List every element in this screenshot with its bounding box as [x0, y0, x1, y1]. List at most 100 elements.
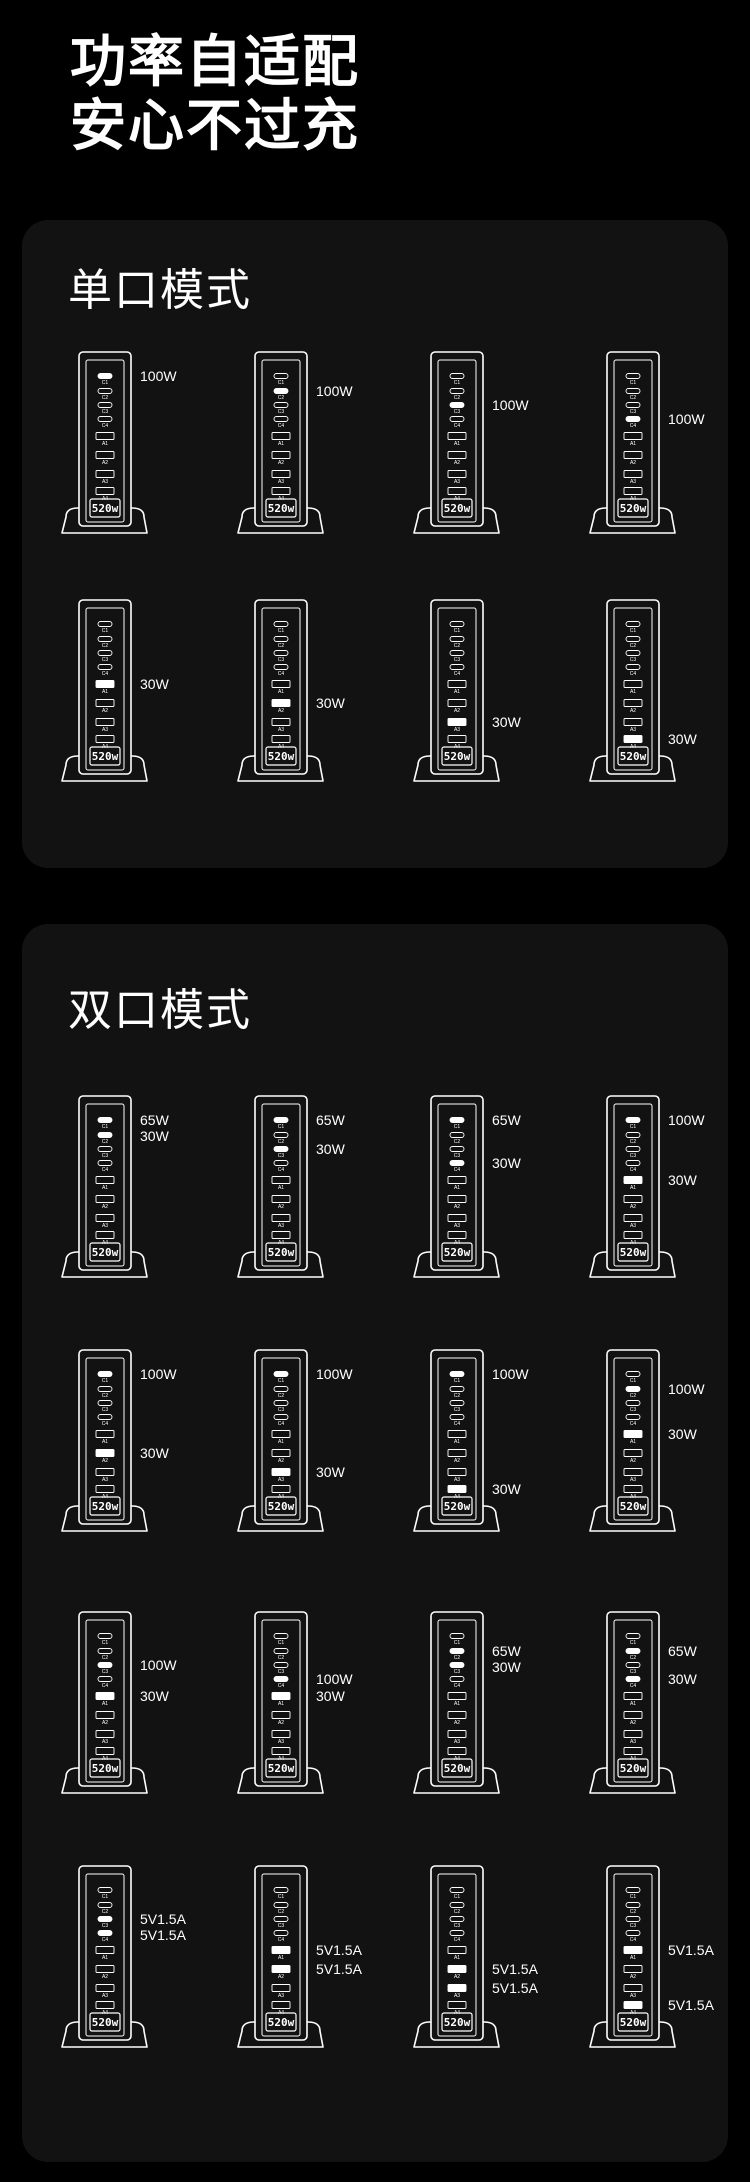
power-display	[441, 1496, 473, 1516]
port-c4	[625, 1160, 641, 1166]
port-c3	[273, 1916, 289, 1922]
charger-face	[613, 1619, 653, 1783]
charger-body	[254, 1095, 308, 1271]
port-label-c1: C1	[630, 628, 637, 634]
power-label: 65W	[492, 1643, 521, 1659]
port-label-a2: A2	[454, 1974, 460, 1980]
charger-stand	[413, 1767, 500, 1794]
power-display-text: 520w	[268, 502, 295, 515]
port-c4	[625, 416, 641, 422]
port-label-c1: C1	[102, 1640, 109, 1646]
port-a3	[623, 1730, 643, 1738]
port-label-a2: A2	[630, 1204, 636, 1210]
port-label-a2: A2	[278, 1974, 284, 1980]
port-c1	[449, 1117, 465, 1123]
port-label-a3: A3	[102, 1477, 108, 1483]
port-label-c4: C4	[454, 1937, 461, 1943]
power-label: 5V1.5A	[316, 1961, 362, 1977]
port-label-c4: C4	[278, 1683, 285, 1689]
port-c1	[625, 1633, 641, 1639]
port-c2	[449, 636, 465, 642]
port-label-a1: A1	[278, 1955, 284, 1961]
power-label: 100W	[668, 411, 705, 427]
port-a4	[95, 735, 115, 743]
port-a1	[271, 432, 291, 440]
port-a2	[95, 699, 115, 707]
power-display-text: 520w	[268, 2016, 295, 2029]
port-label-c2: C2	[278, 395, 285, 401]
port-label-c3: C3	[278, 1407, 285, 1413]
port-c1	[625, 1117, 641, 1123]
power-display	[617, 1758, 649, 1778]
port-c1	[97, 1117, 113, 1123]
port-label-a2: A2	[278, 1720, 284, 1726]
port-c3	[97, 1916, 113, 1922]
port-label-c1: C1	[278, 1124, 285, 1130]
port-a3	[271, 1984, 291, 1992]
port-label-a1: A1	[102, 1439, 108, 1445]
port-a2	[95, 1711, 115, 1719]
power-display	[89, 746, 121, 766]
power-display	[265, 746, 297, 766]
port-a4	[623, 1747, 643, 1755]
port-label-c2: C2	[102, 1393, 109, 1399]
port-a1	[447, 1692, 467, 1700]
port-c1	[625, 1371, 641, 1377]
port-c4	[273, 1160, 289, 1166]
port-a3	[95, 1730, 115, 1738]
charger-body	[430, 599, 484, 775]
port-label-c3: C3	[454, 1153, 461, 1159]
port-label-a1: A1	[102, 1955, 108, 1961]
power-display	[265, 1242, 297, 1262]
power-label: 100W	[140, 1657, 177, 1673]
port-a1	[95, 432, 115, 440]
port-label-c1: C1	[102, 628, 109, 634]
port-a3	[447, 1984, 467, 1992]
port-a3	[271, 1730, 291, 1738]
port-label-c4: C4	[102, 423, 109, 429]
charger-face	[437, 1619, 477, 1783]
port-label-c3: C3	[630, 1923, 637, 1929]
power-display	[441, 746, 473, 766]
power-display	[265, 1496, 297, 1516]
port-a3	[447, 1214, 467, 1222]
port-a2	[271, 699, 291, 707]
port-a3	[95, 470, 115, 478]
port-label-a2: A2	[630, 1720, 636, 1726]
charger-stand	[61, 1767, 148, 1794]
port-c3	[625, 1916, 641, 1922]
port-label-a1: A1	[630, 1439, 636, 1445]
power-label: 30W	[668, 1172, 697, 1188]
port-label-c1: C1	[454, 1378, 461, 1384]
port-label-a3: A3	[454, 1739, 460, 1745]
port-label-c3: C3	[630, 1153, 637, 1159]
port-label-c3: C3	[278, 657, 285, 663]
port-c2	[625, 1132, 641, 1138]
port-label-a2: A2	[454, 1720, 460, 1726]
port-a4	[271, 1747, 291, 1755]
power-label: 65W	[140, 1112, 169, 1128]
port-label-c3: C3	[278, 1153, 285, 1159]
port-a3	[623, 718, 643, 726]
port-a4	[447, 735, 467, 743]
port-label-c1: C1	[278, 1894, 285, 1900]
port-label-a2: A2	[630, 1974, 636, 1980]
port-label-a2: A2	[630, 708, 636, 714]
port-a4	[271, 2001, 291, 2009]
power-display	[617, 1242, 649, 1262]
power-display-text: 520w	[92, 1762, 119, 1775]
power-label: 5V1.5A	[668, 1997, 714, 2013]
port-c3	[449, 1916, 465, 1922]
port-a3	[447, 1730, 467, 1738]
power-display-text: 520w	[444, 1500, 471, 1513]
port-label-c4: C4	[630, 1421, 637, 1427]
port-label-c2: C2	[278, 1139, 285, 1145]
port-a1	[95, 1176, 115, 1184]
port-a3	[95, 1984, 115, 1992]
